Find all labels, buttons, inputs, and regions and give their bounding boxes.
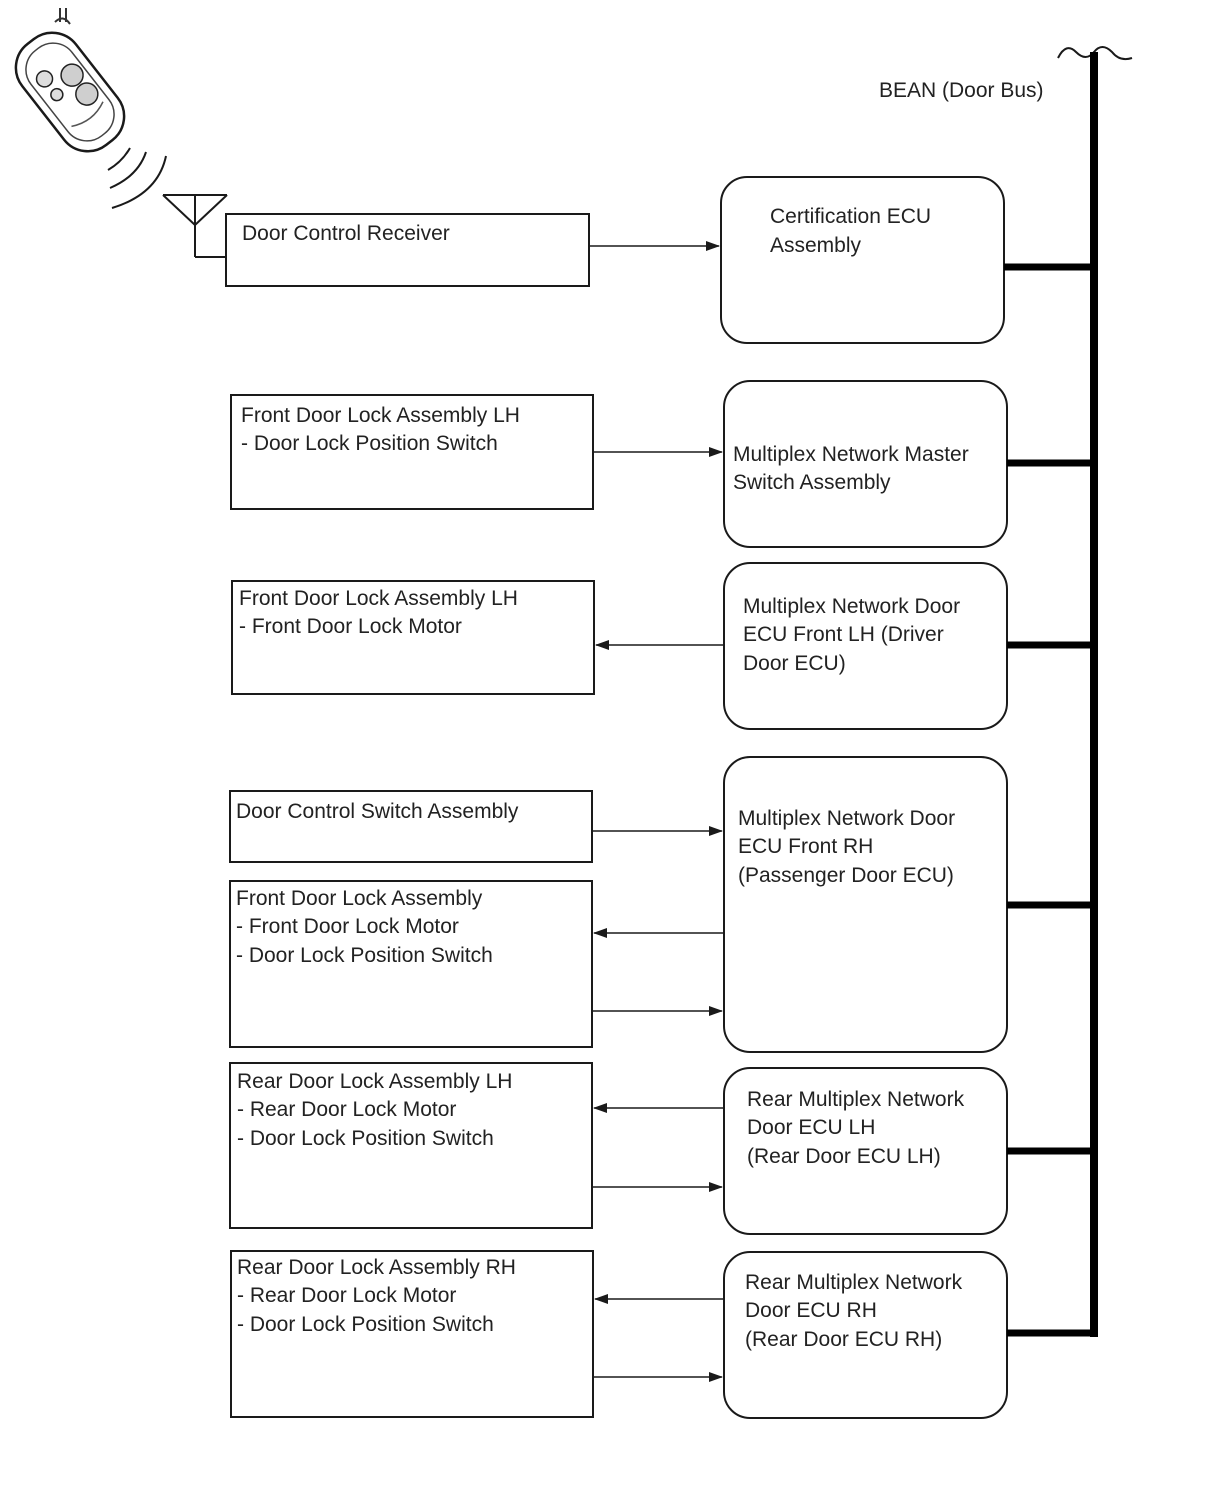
- box-label-line-2: - Front Door Lock Motor: [239, 615, 462, 638]
- box-label: Door Control Receiver: [242, 222, 450, 245]
- box-label-line-2: - Door Lock Position Switch: [241, 432, 498, 455]
- rear-door-ecu-lh-box: Rear Multiplex Network Door ECU LH (Rear…: [723, 1067, 1008, 1235]
- antenna-icon: [162, 194, 228, 258]
- ecu-label-line-3: (Rear Door ECU LH): [747, 1145, 941, 1168]
- ecu-label-line-2: ECU Front LH (Driver: [743, 623, 944, 646]
- box-label-line-2: - Rear Door Lock Motor: [237, 1098, 456, 1121]
- front-door-lock-lh-motor-box: Front Door Lock Assembly LH - Front Door…: [231, 580, 595, 695]
- ecu-label-line-1: Multiplex Network Door: [743, 595, 960, 618]
- front-door-lock-lh-switch-box: Front Door Lock Assembly LH - Door Lock …: [230, 394, 594, 510]
- box-label-line-3: - Door Lock Position Switch: [236, 944, 493, 967]
- rear-door-ecu-rh-box: Rear Multiplex Network Door ECU RH (Rear…: [723, 1251, 1008, 1419]
- box-label-line-1: Rear Door Lock Assembly LH: [237, 1070, 512, 1093]
- ecu-label-line-1: Rear Multiplex Network: [745, 1271, 963, 1294]
- rear-door-lock-rh-box: Rear Door Lock Assembly RH - Rear Door L…: [230, 1250, 594, 1418]
- master-switch-ecu-box: Multiplex Network Master Switch Assembly: [723, 380, 1008, 548]
- ecu-label-line-2: Door ECU RH: [745, 1299, 877, 1322]
- box-label-line-1: Rear Door Lock Assembly RH: [237, 1256, 516, 1279]
- driver-door-ecu-box: Multiplex Network Door ECU Front LH (Dri…: [723, 562, 1008, 730]
- door-control-receiver-box: Door Control Receiver: [225, 213, 590, 287]
- ecu-label-line-2: Switch Assembly: [733, 471, 891, 494]
- box-label-line-3: - Door Lock Position Switch: [237, 1127, 494, 1150]
- bus-connections: [1004, 263, 1094, 1337]
- ecu-label-line-2: Assembly: [770, 234, 862, 257]
- ecu-label-line-3: (Passenger Door ECU): [738, 864, 954, 887]
- ecu-label-line-1: Certification ECU: [770, 205, 931, 228]
- key-fob-remote-icon: [14, 8, 126, 153]
- ecu-label-line-3: Door ECU): [743, 652, 846, 675]
- bus-label: BEAN (Door Bus): [879, 79, 1044, 102]
- ecu-label-line-2: ECU Front RH: [738, 835, 873, 858]
- ecu-label-line-1: Rear Multiplex Network: [747, 1088, 965, 1111]
- box-label-line-1: Front Door Lock Assembly LH: [239, 587, 518, 610]
- radio-waves-icon: [107, 147, 167, 209]
- box-label-line-2: - Front Door Lock Motor: [236, 915, 459, 938]
- passenger-door-ecu-box: Multiplex Network Door ECU Front RH (Pas…: [723, 756, 1008, 1053]
- ecu-label-line-3: (Rear Door ECU RH): [745, 1328, 942, 1351]
- box-label-line-2: - Rear Door Lock Motor: [237, 1284, 456, 1307]
- ecu-label-line-1: Multiplex Network Master: [733, 443, 969, 466]
- front-door-lock-assembly-box: Front Door Lock Assembly - Front Door Lo…: [229, 880, 593, 1048]
- ecu-label-line-2: Door ECU LH: [747, 1116, 875, 1139]
- door-control-switch-assembly-box: Door Control Switch Assembly: [229, 790, 593, 863]
- box-label-line-3: - Door Lock Position Switch: [237, 1313, 494, 1336]
- ecu-label-line-1: Multiplex Network Door: [738, 807, 955, 830]
- box-label-line-1: Door Control Switch Assembly: [236, 800, 519, 823]
- box-label-line-1: Front Door Lock Assembly: [236, 887, 483, 910]
- box-label-line-1: Front Door Lock Assembly LH: [241, 404, 520, 427]
- signal-arrows: [589, 241, 724, 1382]
- rear-door-lock-lh-box: Rear Door Lock Assembly LH - Rear Door L…: [229, 1062, 593, 1229]
- certification-ecu-box: Certification ECU Assembly: [720, 176, 1005, 344]
